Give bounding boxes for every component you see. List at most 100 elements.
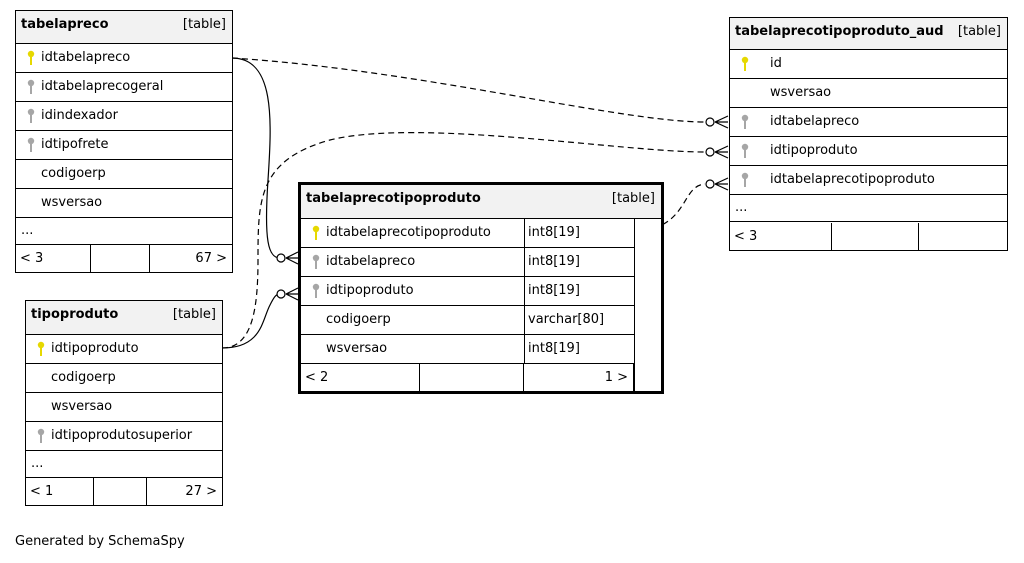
primary-key-icon bbox=[37, 341, 45, 356]
table-tipoproduto[interactable]: tipoproduto [table] idtipoproduto codigo… bbox=[25, 300, 223, 506]
column-row: wsversao bbox=[16, 189, 232, 218]
column-type: int8[19] bbox=[528, 254, 580, 269]
crowfoot-marker-aud-idtabelaprecotipoproduto bbox=[705, 177, 729, 191]
rel-tabelaprecotipoproduto-to-aud bbox=[633, 183, 706, 233]
column-name: idtabelapreco bbox=[770, 114, 860, 129]
table-footer: < 2 1 > bbox=[301, 364, 634, 391]
footer-children: 67 > bbox=[195, 251, 227, 266]
table-footer: < 1 27 > bbox=[26, 478, 222, 505]
column-type: int8[19] bbox=[528, 225, 580, 240]
foreign-key-icon bbox=[27, 137, 35, 152]
more-columns-row: ... bbox=[730, 195, 1007, 222]
column-row: codigoerp bbox=[16, 160, 232, 189]
crowfoot-marker-aud-idtipoproduto bbox=[705, 145, 729, 159]
table-name: tabelaprecotipoproduto bbox=[306, 191, 481, 206]
column-name: idtipofrete bbox=[41, 137, 109, 152]
column-name: idtipoprodutosuperior bbox=[51, 428, 193, 443]
table-footer: < 3 bbox=[730, 223, 1007, 250]
rel-tabelapreco-to-aud bbox=[231, 57, 706, 123]
foreign-key-icon bbox=[27, 108, 35, 123]
column-name: codigoerp bbox=[326, 312, 391, 327]
column-row: idtipoproduto bbox=[730, 137, 1007, 166]
column-name: wsversao bbox=[770, 85, 832, 100]
column-name: codigoerp bbox=[41, 166, 106, 181]
column-row: idtabelapreco int8[19] bbox=[301, 248, 634, 277]
footer-parents: < 2 bbox=[305, 370, 329, 385]
foreign-key-icon bbox=[27, 79, 35, 94]
foreign-key-icon bbox=[312, 254, 320, 269]
table-header: tabelapreco [table] bbox=[16, 11, 232, 44]
column-name: idtipoproduto bbox=[770, 143, 858, 158]
foreign-key-icon bbox=[741, 172, 749, 187]
column-name: idtabelaprecotipoproduto bbox=[770, 172, 935, 187]
column-row: idtabelapreco bbox=[730, 108, 1007, 137]
primary-key-icon bbox=[312, 225, 320, 240]
column-name: idtabelaprecogeral bbox=[41, 79, 164, 94]
footer-children: 1 > bbox=[604, 370, 628, 385]
table-kind: [table] bbox=[957, 24, 1001, 39]
column-row: idtipofrete bbox=[16, 131, 232, 160]
column-row: idtipoproduto bbox=[26, 335, 222, 364]
column-row: idtipoproduto int8[19] bbox=[301, 277, 634, 306]
crowfoot-marker-aud-idtabelapreco bbox=[705, 115, 729, 129]
rel-tipoproduto-to-aud bbox=[221, 131, 706, 349]
column-name: idtabelapreco bbox=[41, 50, 131, 65]
column-type: int8[19] bbox=[528, 283, 580, 298]
more-columns: ... bbox=[21, 223, 34, 238]
generator-credit: Generated by SchemaSpy bbox=[15, 534, 185, 549]
crowfoot-marker-idtabelapreco bbox=[276, 251, 299, 265]
primary-key-icon bbox=[741, 56, 749, 71]
column-row: wsversao bbox=[26, 393, 222, 422]
table-name: tipoproduto bbox=[31, 307, 119, 322]
column-name: idtabelapreco bbox=[326, 254, 416, 269]
column-row: idtabelaprecotipoproduto bbox=[730, 166, 1007, 195]
more-columns: ... bbox=[31, 456, 44, 471]
table-header: tabelaprecotipoproduto [table] bbox=[301, 185, 661, 219]
column-row: wsversao int8[19] bbox=[301, 335, 634, 364]
table-kind: [table] bbox=[172, 307, 216, 322]
column-name: idtabelaprecotipoproduto bbox=[326, 225, 491, 240]
column-type: varchar[80] bbox=[528, 312, 605, 327]
column-row: idtabelaprecotipoproduto int8[19] bbox=[301, 219, 634, 248]
column-row: codigoerp bbox=[26, 364, 222, 393]
column-name: wsversao bbox=[51, 399, 113, 414]
column-row: codigoerp varchar[80] bbox=[301, 306, 634, 335]
table-name: tabelapreco bbox=[21, 17, 109, 32]
table-header: tabelaprecotipoproduto_aud [table] bbox=[730, 18, 1007, 50]
column-row: id bbox=[730, 50, 1007, 79]
column-name: idtipoproduto bbox=[326, 283, 414, 298]
crowfoot-marker-idtipoproduto bbox=[276, 287, 299, 301]
column-name: wsversao bbox=[41, 195, 103, 210]
column-type: int8[19] bbox=[528, 341, 580, 356]
table-header: tipoproduto [table] bbox=[26, 301, 222, 335]
column-row: idtabelapreco bbox=[16, 44, 232, 73]
table-right-margin bbox=[634, 219, 661, 391]
foreign-key-icon bbox=[37, 428, 45, 443]
more-columns-row: ... bbox=[26, 451, 222, 478]
more-columns-row: ... bbox=[16, 218, 232, 245]
footer-parents: < 3 bbox=[20, 251, 44, 266]
column-name: id bbox=[770, 56, 782, 71]
footer-children: 27 > bbox=[185, 484, 217, 499]
table-tabelaprecotipoproduto[interactable]: tabelaprecotipoproduto [table] idtabelap… bbox=[298, 182, 664, 394]
foreign-key-icon bbox=[741, 114, 749, 129]
column-name: codigoerp bbox=[51, 370, 116, 385]
column-row: idtabelaprecogeral bbox=[16, 73, 232, 102]
column-name: idtipoproduto bbox=[51, 341, 139, 356]
rel-tipoproduto-to-tabelaprecotipoproduto bbox=[221, 293, 281, 349]
primary-key-icon bbox=[27, 50, 35, 65]
table-name: tabelaprecotipoproduto_aud bbox=[735, 24, 944, 39]
foreign-key-icon bbox=[312, 283, 320, 298]
column-name: idindexador bbox=[41, 108, 118, 123]
footer-parents: < 3 bbox=[734, 229, 758, 244]
table-tabelaprecotipoproduto-aud[interactable]: tabelaprecotipoproduto_aud [table] id ws… bbox=[729, 17, 1008, 251]
column-name: wsversao bbox=[326, 341, 388, 356]
table-tabelapreco[interactable]: tabelapreco [table] idtabelapreco idtabe… bbox=[15, 10, 233, 273]
footer-parents: < 1 bbox=[30, 484, 54, 499]
rel-tabelapreco-to-tabelaprecotipoproduto bbox=[231, 57, 281, 259]
column-row: wsversao bbox=[730, 79, 1007, 108]
column-row: idtipoprodutosuperior bbox=[26, 422, 222, 451]
table-kind: [table] bbox=[182, 17, 226, 32]
more-columns: ... bbox=[735, 200, 748, 215]
